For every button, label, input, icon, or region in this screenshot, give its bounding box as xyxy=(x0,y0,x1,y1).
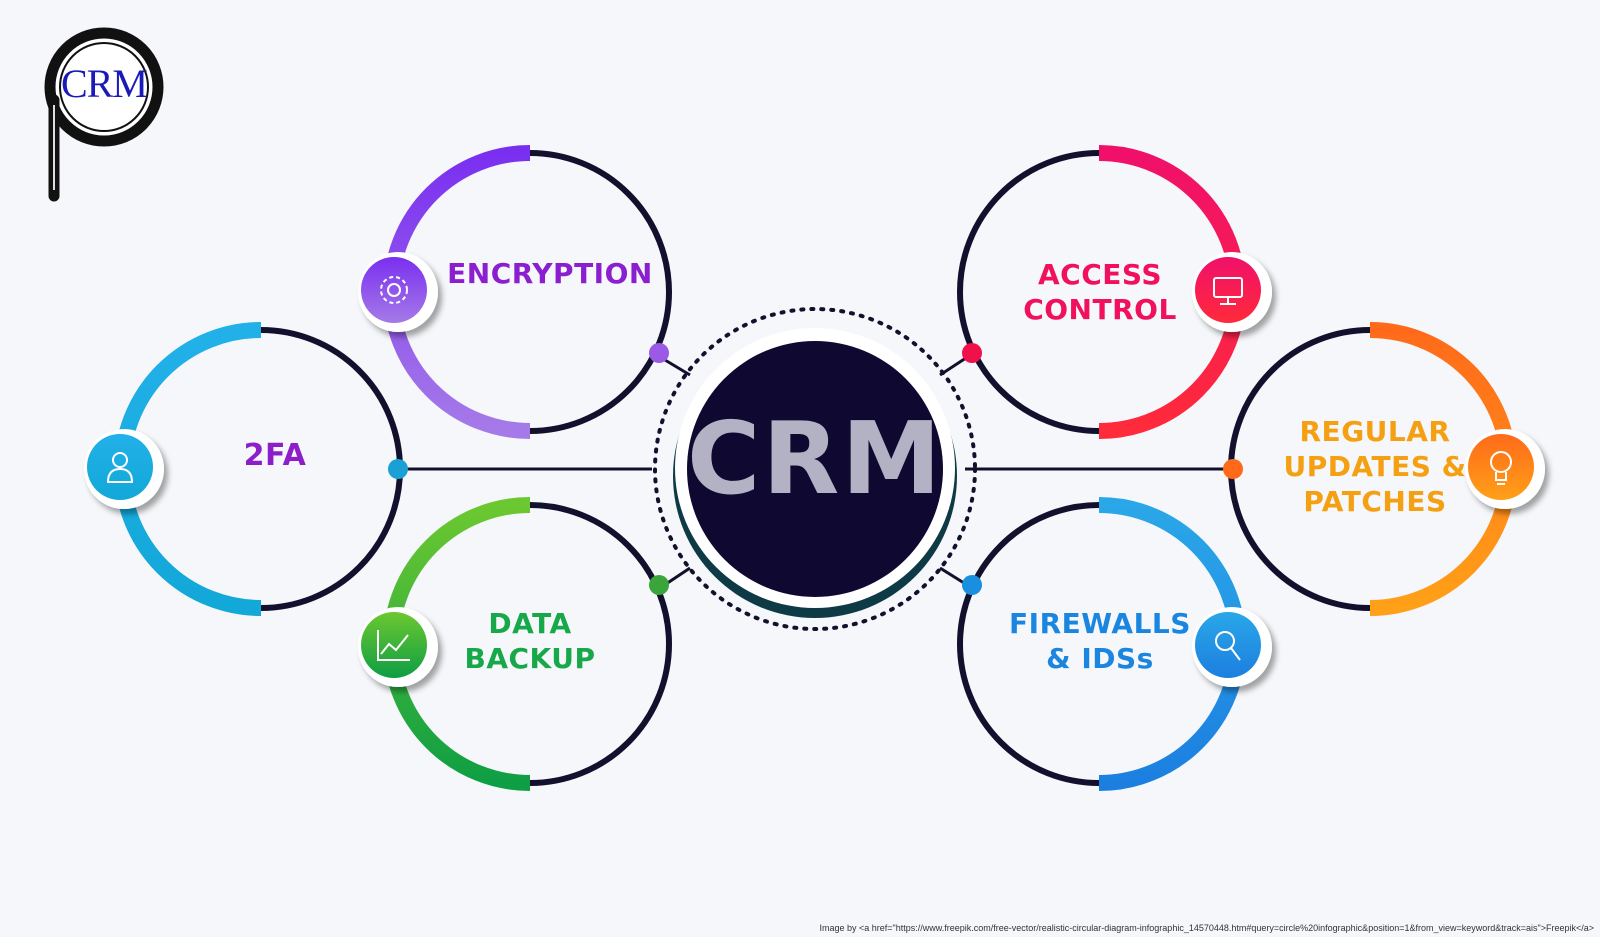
logo-text: CRM xyxy=(61,61,148,106)
firewalls-line2: & IDSs xyxy=(1046,642,1154,675)
firewalls-label: FIREWALLS & IDSs xyxy=(990,606,1210,676)
access-control-line1: ACCESS xyxy=(1038,258,1162,291)
image-credit: Image by <a href="https://www.freepik.co… xyxy=(819,923,1594,933)
magnifier-icon xyxy=(1192,607,1272,687)
two-fa-label: 2FA xyxy=(243,438,307,473)
regular-updates-label: REGULAR UPDATES & PATCHES xyxy=(1270,414,1480,519)
data-backup-line2: BACKUP xyxy=(464,642,596,675)
chart-icon xyxy=(358,607,438,687)
data-backup-line1: DATA xyxy=(488,607,572,640)
logo-mark xyxy=(44,27,164,202)
lightbulb-icon xyxy=(1465,429,1545,509)
data-backup-label: DATA BACKUP xyxy=(440,606,620,676)
access-control-label: ACCESS CONTROL xyxy=(1000,257,1200,327)
encryption-label: ENCRYPTION xyxy=(447,257,653,290)
firewalls-line1: FIREWALLS xyxy=(1009,607,1191,640)
center-crm-label: CRM xyxy=(687,400,943,517)
user-icon xyxy=(84,429,164,509)
monitor-icon xyxy=(1192,252,1272,332)
center-hub xyxy=(653,307,977,631)
access-control-line2: CONTROL xyxy=(1023,293,1177,326)
regular-updates-line1: REGULAR xyxy=(1299,415,1451,448)
regular-updates-line2: UPDATES & xyxy=(1283,450,1467,483)
regular-updates-line3: PATCHES xyxy=(1303,485,1447,518)
gear-icon xyxy=(358,252,438,332)
